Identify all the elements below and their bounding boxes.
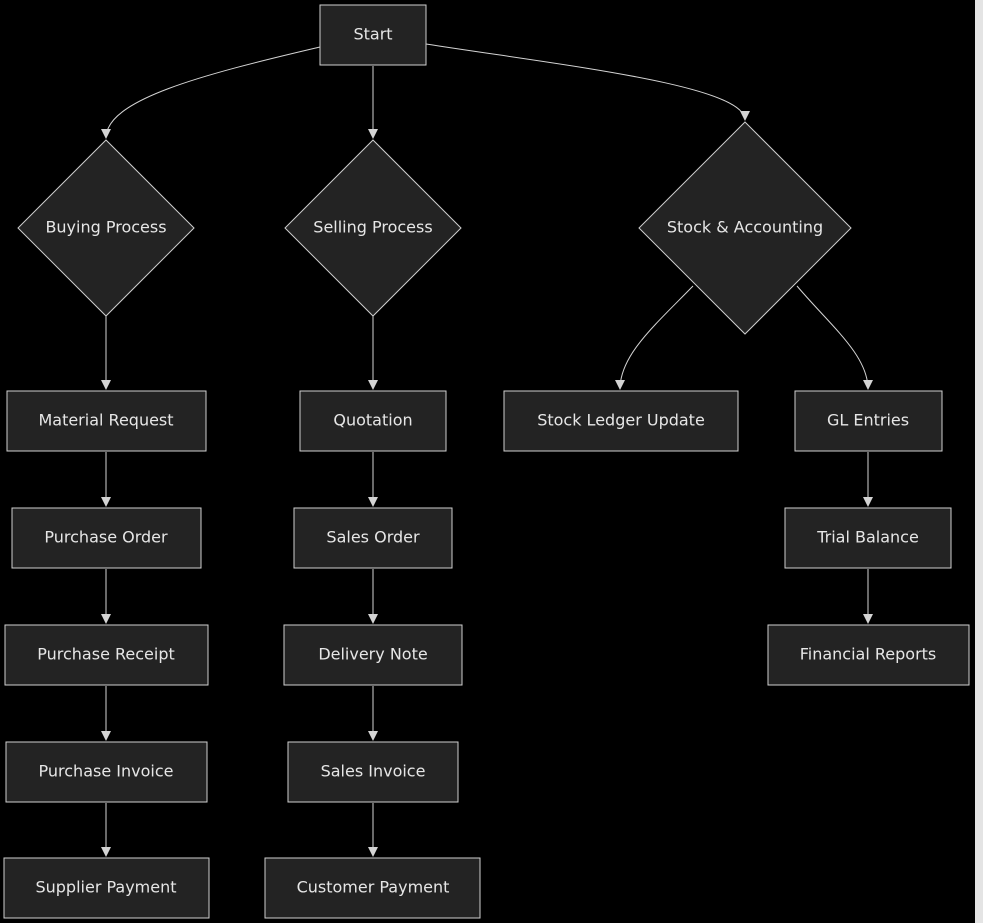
node-stock-ledger-update-label: Stock Ledger Update bbox=[537, 411, 705, 430]
node-material-request-label: Material Request bbox=[38, 411, 173, 430]
node-start-label: Start bbox=[353, 25, 392, 44]
node-financial-reports-label: Financial Reports bbox=[800, 645, 937, 664]
node-start[interactable]: Start bbox=[319, 4, 427, 66]
node-customer-payment-label: Customer Payment bbox=[297, 878, 450, 897]
node-selling-process-label: Selling Process bbox=[313, 218, 432, 237]
edge-stock-gl bbox=[796, 285, 873, 390]
node-trial-balance-label: Trial Balance bbox=[816, 528, 919, 547]
node-trial-balance[interactable]: Trial Balance bbox=[784, 507, 952, 569]
node-material-request[interactable]: Material Request bbox=[6, 390, 207, 452]
node-gl-entries[interactable]: GL Entries bbox=[794, 390, 943, 452]
nodes: Start Buying Process Selling Process Sto… bbox=[3, 4, 970, 919]
node-gl-entries-label: GL Entries bbox=[827, 411, 909, 430]
node-stock-ledger-update[interactable]: Stock Ledger Update bbox=[503, 390, 739, 452]
node-purchase-invoice-label: Purchase Invoice bbox=[39, 762, 174, 781]
window-edge bbox=[975, 0, 983, 923]
node-purchase-invoice[interactable]: Purchase Invoice bbox=[5, 741, 208, 803]
edge-start-buying bbox=[101, 46, 321, 139]
node-buying-process[interactable]: Buying Process bbox=[17, 139, 195, 317]
node-purchase-receipt[interactable]: Purchase Receipt bbox=[4, 624, 209, 686]
edge-start-stock bbox=[425, 43, 750, 121]
node-sales-invoice[interactable]: Sales Invoice bbox=[287, 741, 459, 803]
node-quotation[interactable]: Quotation bbox=[299, 390, 447, 452]
node-stock-accounting-label: Stock & Accounting bbox=[667, 218, 823, 237]
node-supplier-payment-label: Supplier Payment bbox=[35, 878, 176, 897]
node-sales-order[interactable]: Sales Order bbox=[293, 507, 453, 569]
node-quotation-label: Quotation bbox=[333, 411, 412, 430]
node-delivery-note[interactable]: Delivery Note bbox=[283, 624, 463, 686]
node-sales-invoice-label: Sales Invoice bbox=[321, 762, 426, 781]
node-purchase-order[interactable]: Purchase Order bbox=[11, 507, 202, 569]
node-selling-process[interactable]: Selling Process bbox=[284, 139, 462, 317]
node-purchase-receipt-label: Purchase Receipt bbox=[37, 645, 175, 664]
node-customer-payment[interactable]: Customer Payment bbox=[264, 857, 481, 919]
node-sales-order-label: Sales Order bbox=[326, 528, 420, 547]
node-financial-reports[interactable]: Financial Reports bbox=[767, 624, 970, 686]
node-purchase-order-label: Purchase Order bbox=[44, 528, 168, 547]
node-delivery-note-label: Delivery Note bbox=[318, 645, 427, 664]
node-buying-process-label: Buying Process bbox=[45, 218, 166, 237]
edge-stock-ledger bbox=[615, 285, 694, 390]
edges bbox=[101, 43, 873, 857]
node-supplier-payment[interactable]: Supplier Payment bbox=[3, 857, 210, 919]
node-stock-accounting[interactable]: Stock & Accounting bbox=[638, 121, 852, 335]
